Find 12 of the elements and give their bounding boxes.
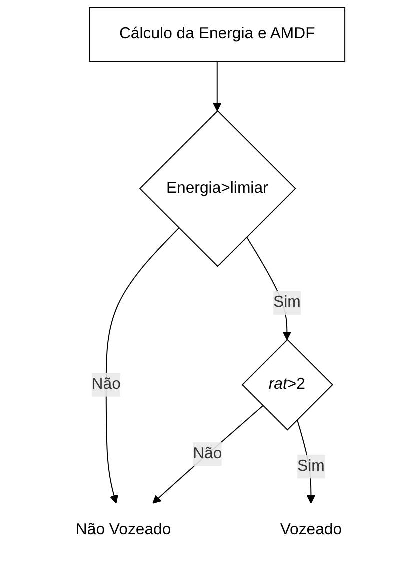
arrow	[106, 228, 180, 504]
arrow	[213, 61, 222, 112]
node-diamond: rat>2	[242, 339, 334, 431]
node-text: Vozeado	[280, 521, 342, 538]
arrow	[152, 406, 264, 504]
node-text: Não Vozeado	[76, 521, 172, 538]
edge-label: Não	[193, 445, 222, 462]
edge-label: Não	[92, 376, 121, 393]
edge-label: Sim	[298, 458, 325, 475]
node-box: Cálculo da Energia e AMDF	[89, 7, 346, 62]
edge-label: Sim	[274, 294, 301, 312]
node-diamond: Energia>limiar	[139, 110, 296, 268]
